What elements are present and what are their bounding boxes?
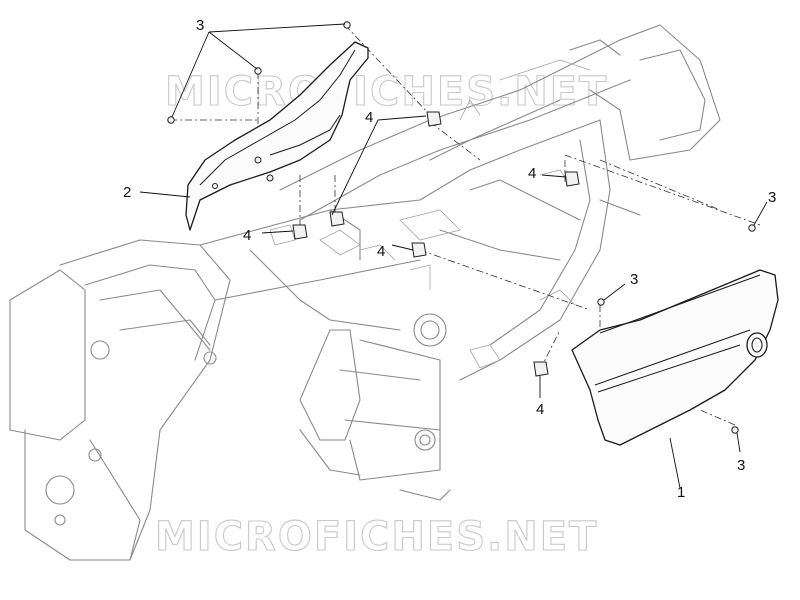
clips	[292, 111, 580, 377]
callout-4-upper: 4	[365, 109, 373, 126]
callout-3-right-top: 3	[768, 189, 776, 206]
watermark-top: MICROFICHES.NET	[165, 69, 608, 115]
leader-lines	[139, 23, 768, 489]
callout-3-top: 3	[196, 17, 204, 34]
watermark-bottom: MICROFICHES.NET	[155, 514, 598, 560]
callout-3-right-mid: 3	[630, 271, 638, 288]
callout-4-left: 4	[243, 227, 251, 244]
callout-4-center: 4	[377, 243, 385, 260]
right-side-cover	[571, 269, 779, 446]
callout-4-mid-right: 4	[528, 165, 536, 182]
callout-2: 2	[123, 184, 131, 201]
left-side-cover	[185, 41, 369, 231]
screws	[167, 21, 756, 434]
callout-labels: 3 2 4 4 4 4 4 3 3 3 1	[123, 17, 776, 501]
callout-3-right-bottom: 3	[737, 457, 745, 474]
callout-1: 1	[677, 484, 685, 501]
callout-4-bottom: 4	[536, 401, 544, 418]
alignment-lines	[170, 24, 761, 426]
